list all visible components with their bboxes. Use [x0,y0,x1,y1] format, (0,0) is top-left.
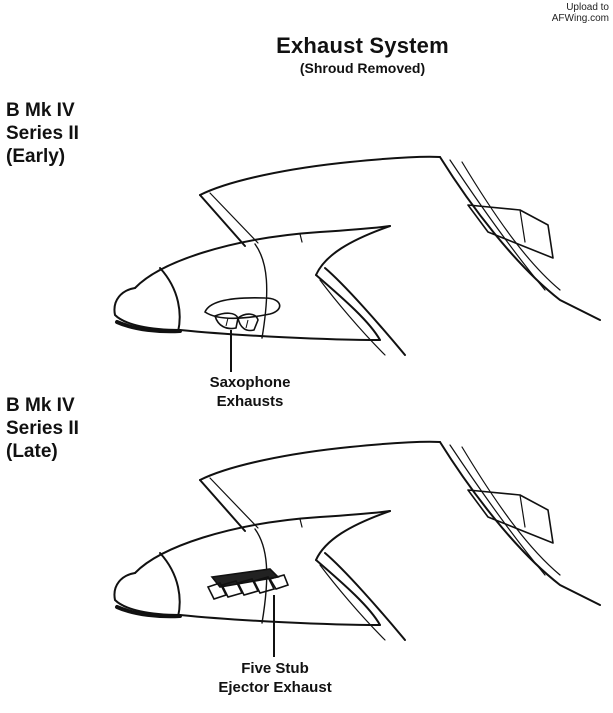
saxophone-callout-line-2: Exhausts [216,393,284,410]
late-airframe-drawing [112,439,602,657]
late-airframe-outline [112,439,602,642]
saxophone-exhaust-pipes [204,297,281,332]
late-variant-label: B Mk IV Series II (Late) [6,394,79,463]
late-variant-line-1: B Mk IV [6,395,75,416]
early-variant-label: B Mk IV Series II (Early) [6,99,79,168]
stub-callout-line-2: Ejector Exhaust [218,679,332,696]
watermark-line-2: AFWing.com [551,13,609,24]
saxophone-callout-line-1: Saxophone [209,374,291,391]
early-variant-line-2: Series II [6,123,79,144]
saxophone-exhaust-callout: Saxophone Exhausts [180,373,320,411]
watermark: Upload to AFWing.com [552,2,609,24]
early-airframe-drawing [112,154,602,372]
stub-callout-line-1: Five Stub [241,660,309,677]
early-airframe-outline [112,154,602,357]
diagram-title: Exhaust System [276,33,449,58]
stub-ejector-callout: Five Stub Ejector Exhaust [195,659,355,697]
early-variant-line-1: B Mk IV [6,100,75,121]
late-variant-line-2: Series II [6,418,79,439]
five-stub-ejector-exhausts [206,568,290,600]
watermark-line-1: Upload to [566,2,609,13]
diagram-subtitle: (Shroud Removed) [299,60,426,76]
early-variant-line-3: (Early) [6,146,66,167]
late-variant-line-3: (Late) [6,441,58,462]
